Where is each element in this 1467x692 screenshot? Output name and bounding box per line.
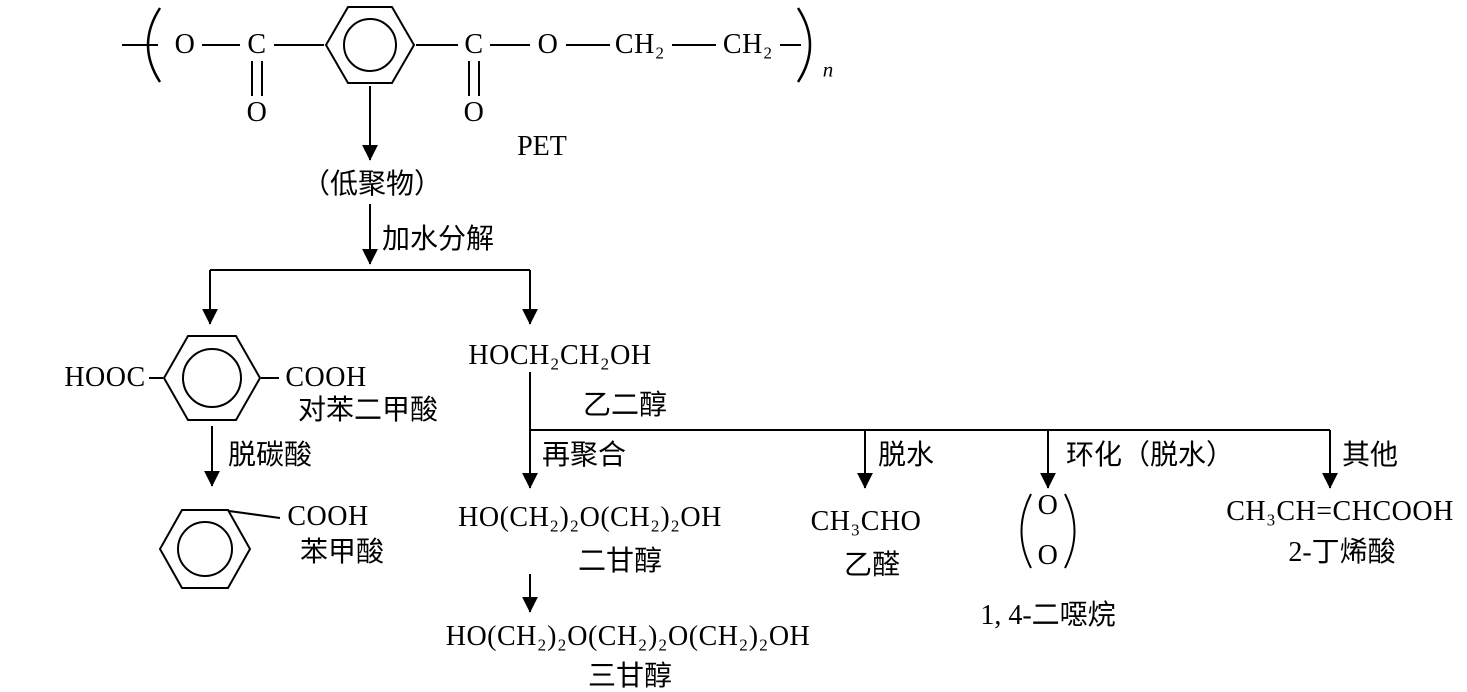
bracket-subscript-n: n	[822, 57, 834, 82]
dioxane-name: 1, 4-二噁烷	[980, 600, 1116, 631]
acetaldehyde-formula: CH₃CHO	[810, 506, 922, 537]
crotonic-name: 2-丁烯酸	[1288, 537, 1396, 568]
teg-name: 三甘醇	[587, 661, 673, 692]
dehydration-label: 脱水	[877, 440, 935, 471]
pet-label: PET	[517, 131, 567, 162]
oligomer-label: （低聚物）	[301, 169, 443, 200]
pet-backbone-bonds	[122, 7, 812, 96]
atom-o-right: O	[537, 29, 559, 60]
eg-formula: HOCH₂CH₂OH	[468, 340, 652, 371]
deg-formula: HO(CH₂)₂O(CH₂)₂OH	[458, 502, 722, 533]
atom-c-right: C	[464, 29, 484, 60]
group-ch2-second: CH₂	[722, 29, 774, 60]
decarboxylation-step-label: 脱碳酸	[227, 440, 313, 471]
repolymerization-label: 再聚合	[541, 440, 627, 471]
benzene-ring-pet	[324, 6, 416, 84]
benzene-ring-terephthalic	[149, 335, 279, 421]
atom-o-dbl-left: O	[246, 97, 268, 128]
eg-name: 乙二醇	[582, 390, 668, 421]
deg-name: 二甘醇	[577, 546, 663, 577]
benzoic-name: 苯甲酸	[299, 537, 385, 568]
benzene-ring-benzoic	[158, 509, 281, 589]
crotonic-formula: CH₃CH=CHCOOH	[1226, 496, 1454, 527]
dioxane-ring	[1020, 493, 1076, 569]
hydrolysis-step-label: 加水分解	[381, 224, 495, 255]
dioxane-o-top: O	[1037, 490, 1059, 521]
polymer-bracket-right	[796, 7, 812, 83]
cyclization-label: 环化（脱水）	[1065, 440, 1235, 471]
group-ch2-first: CH₂	[614, 29, 666, 60]
teg-formula: HO(CH₂)₂O(CH₂)₂O(CH₂)₂OH	[445, 621, 811, 652]
atom-o-left: O	[174, 29, 196, 60]
tpa-name: 对苯二甲酸	[297, 395, 439, 426]
tpa-hooc: HOOC	[64, 362, 146, 393]
dioxane-o-bottom: O	[1037, 540, 1059, 571]
benzoic-cooh: COOH	[287, 501, 369, 532]
atom-o-dbl-right: O	[463, 97, 485, 128]
polymer-bracket-left	[146, 7, 162, 83]
atom-c-left: C	[247, 29, 267, 60]
acetaldehyde-name: 乙醛	[843, 550, 901, 581]
other-label: 其他	[1341, 440, 1399, 471]
tpa-cooh: COOH	[285, 362, 367, 393]
